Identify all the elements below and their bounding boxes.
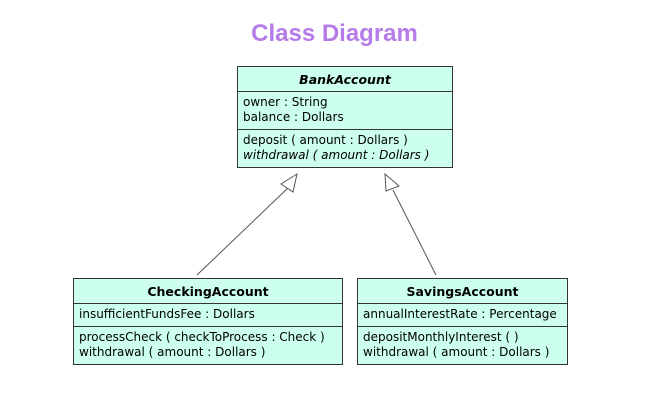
operation: withdrawal ( amount : Dollars ) — [243, 148, 430, 162]
class-checking-account[interactable]: CheckingAccount insufficientFundsFee : D… — [73, 278, 343, 365]
attribute: owner : String — [243, 95, 328, 109]
generalization-arrowhead-checking — [280, 172, 298, 193]
operation: withdrawal ( amount : Dollars ) — [363, 345, 550, 359]
operation: processCheck ( checkToProcess : Check ) — [79, 330, 325, 344]
class-name: BankAccount — [238, 67, 452, 92]
operation: depositMonthlyInterest ( ) — [363, 330, 519, 344]
attribute: insufficientFundsFee : Dollars — [79, 307, 255, 321]
operations-compartment: processCheck ( checkToProcess : Check ) … — [74, 327, 342, 364]
attributes-compartment: owner : String balance : Dollars — [238, 92, 452, 130]
operation: deposit ( amount : Dollars ) — [243, 133, 408, 147]
generalization-arrowhead-savings — [384, 172, 400, 192]
attribute: annualInterestRate : Percentage — [363, 307, 557, 321]
generalization-line-checking — [196, 186, 290, 276]
attributes-compartment: insufficientFundsFee : Dollars — [74, 304, 342, 327]
diagram-title: Class Diagram — [251, 20, 418, 47]
attribute: balance : Dollars — [243, 110, 344, 124]
class-name: CheckingAccount — [74, 279, 342, 304]
operations-compartment: depositMonthlyInterest ( ) withdrawal ( … — [358, 327, 567, 364]
operation: withdrawal ( amount : Dollars ) — [79, 345, 266, 359]
operations-compartment: deposit ( amount : Dollars ) withdrawal … — [238, 130, 452, 167]
class-savings-account[interactable]: SavingsAccount annualInterestRate : Perc… — [357, 278, 568, 365]
generalization-line-savings — [392, 189, 437, 276]
attributes-compartment: annualInterestRate : Percentage — [358, 304, 567, 327]
class-bank-account[interactable]: BankAccount owner : String balance : Dol… — [237, 66, 453, 168]
class-name: SavingsAccount — [358, 279, 567, 304]
